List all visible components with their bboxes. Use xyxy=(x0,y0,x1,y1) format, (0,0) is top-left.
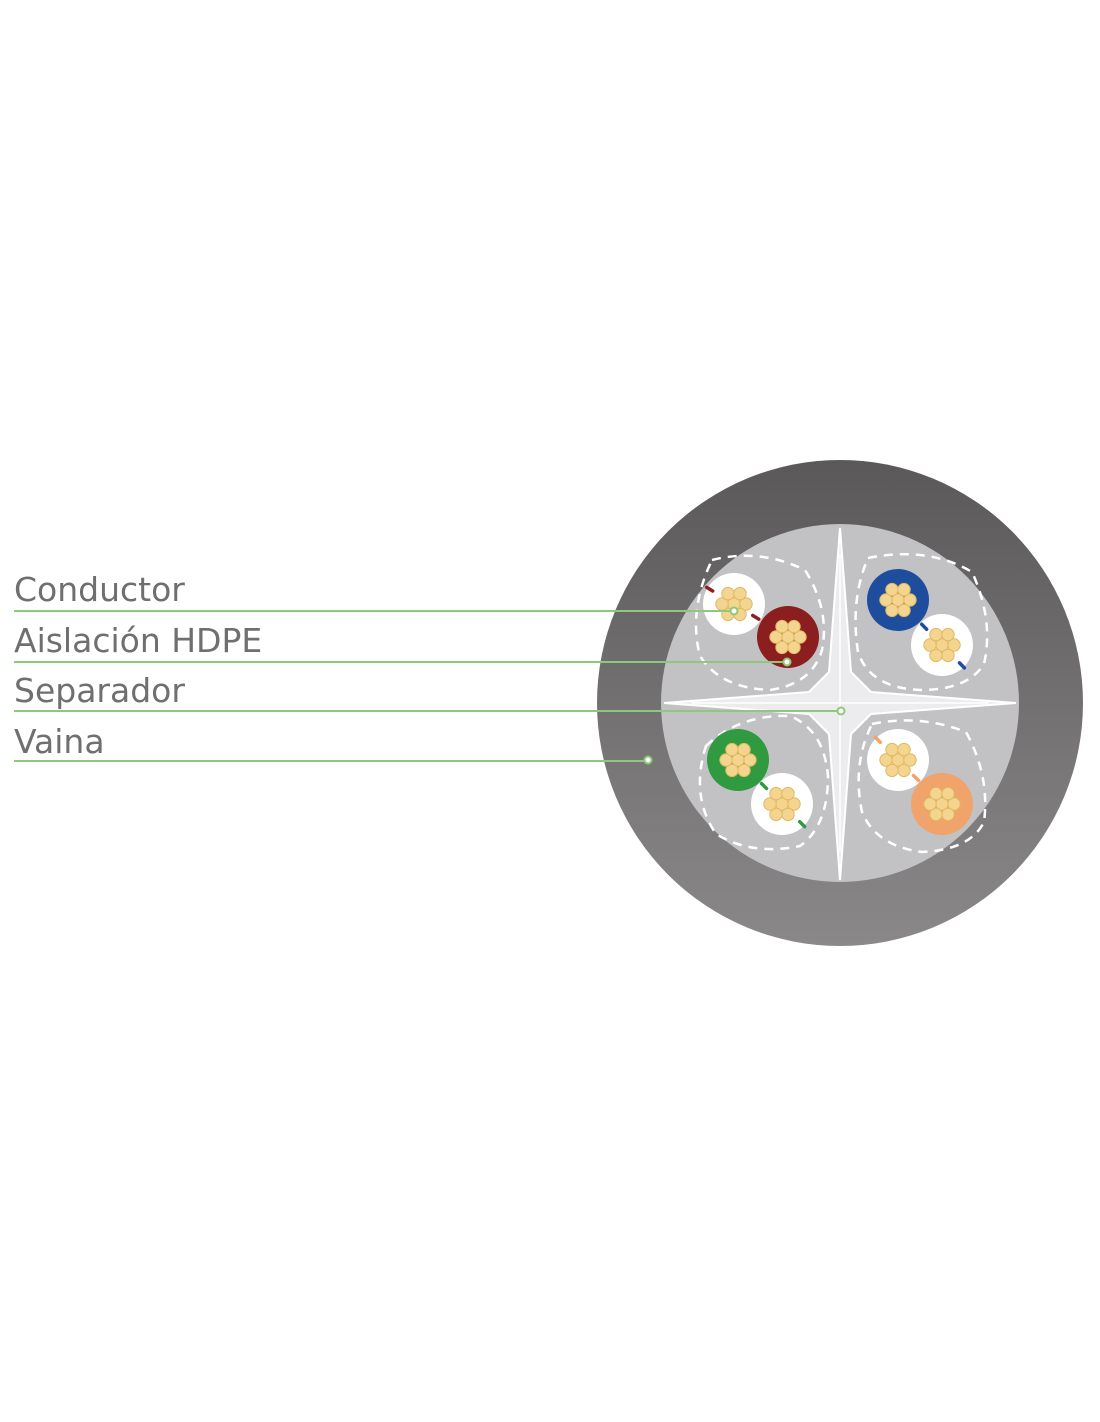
wire-green xyxy=(707,729,769,791)
wire-white-brown xyxy=(703,573,765,635)
copper-strand xyxy=(721,586,735,601)
copper-strand xyxy=(897,742,911,757)
copper-strand xyxy=(941,627,955,642)
leader-endpoint-jacket xyxy=(643,755,653,765)
labels: Conductor Aislación HDPE Separador Vaina xyxy=(14,570,262,761)
copper-strand xyxy=(743,753,757,767)
leader-endpoint-conductor xyxy=(729,606,739,616)
leader-lines xyxy=(14,606,846,765)
pair-boundary-top-right xyxy=(854,553,989,692)
label-jacket: Vaina xyxy=(14,722,105,761)
copper-strand xyxy=(719,753,733,767)
copper-strand xyxy=(769,630,783,644)
copper-strand xyxy=(885,582,899,597)
copper-strand xyxy=(787,619,801,634)
wire-color-stripe xyxy=(955,658,967,670)
copper-strand xyxy=(725,742,739,757)
pair-boundary-bottom-left xyxy=(698,714,830,851)
cross-separator xyxy=(663,527,1017,881)
copper-strand xyxy=(897,763,911,778)
copper-strand xyxy=(739,597,753,611)
leader-endpoint-insulation xyxy=(782,657,792,667)
copper-strand xyxy=(941,807,955,822)
twisted-pair-blue xyxy=(867,569,973,676)
copper-strand xyxy=(775,640,789,655)
twisted-pair-brown xyxy=(703,573,819,668)
copper-strand xyxy=(897,603,911,618)
copper-strand xyxy=(929,648,943,663)
twisted-pair-green xyxy=(707,729,813,835)
wire-brown xyxy=(757,606,819,668)
label-insulation-hdpe: Aislación HDPE xyxy=(14,621,262,660)
copper-strand xyxy=(787,797,801,811)
copper-strand xyxy=(793,630,807,644)
label-separator: Separador xyxy=(14,671,185,710)
pair-boundaries xyxy=(694,553,989,854)
copper-strand xyxy=(787,640,801,655)
twisted-pair-orange xyxy=(867,729,973,835)
cable-cross-section xyxy=(597,460,1083,946)
copper-strand xyxy=(897,582,911,597)
copper-strand xyxy=(763,797,777,811)
wire-color-stripe xyxy=(873,735,885,747)
copper-strand xyxy=(923,638,937,652)
wire-color-stripe xyxy=(919,621,929,632)
copper-strand xyxy=(929,807,943,822)
copper-strand xyxy=(941,648,955,663)
label-conductor: Conductor xyxy=(14,570,185,609)
wire-color-stripe xyxy=(795,817,807,829)
wire-color-stripe xyxy=(704,585,717,595)
copper-strand xyxy=(775,619,789,634)
pair-boundary-bottom-right xyxy=(857,719,987,854)
copper-strand xyxy=(737,763,751,778)
copper-strand xyxy=(929,786,943,801)
copper-strand xyxy=(781,807,795,822)
copper-strand xyxy=(769,807,783,822)
copper-strand xyxy=(879,593,893,607)
pair-boundary-top-left xyxy=(694,554,826,692)
twisted-pairs xyxy=(703,569,973,835)
copper-strand xyxy=(941,786,955,801)
leader-endpoint-separator xyxy=(836,706,846,716)
copper-strand xyxy=(769,786,783,801)
copper-strand xyxy=(781,786,795,801)
wire-orange xyxy=(911,773,973,835)
wire-blue xyxy=(867,569,929,631)
wire-color-stripe xyxy=(911,773,921,783)
copper-strand xyxy=(947,638,961,652)
copper-strand xyxy=(903,593,917,607)
copper-strand xyxy=(885,763,899,778)
copper-strand xyxy=(923,797,937,811)
wire-color-stripe xyxy=(759,781,769,791)
copper-strand xyxy=(903,753,917,767)
copper-strand xyxy=(725,763,739,778)
copper-strand xyxy=(879,753,893,767)
copper-strand xyxy=(929,627,943,642)
copper-strand xyxy=(737,742,751,757)
wire-color-stripe xyxy=(751,613,762,622)
copper-strand xyxy=(885,603,899,618)
separator-inner-lines xyxy=(691,554,989,852)
copper-strand xyxy=(885,742,899,757)
copper-strand xyxy=(947,797,961,811)
copper-strand xyxy=(733,586,747,601)
